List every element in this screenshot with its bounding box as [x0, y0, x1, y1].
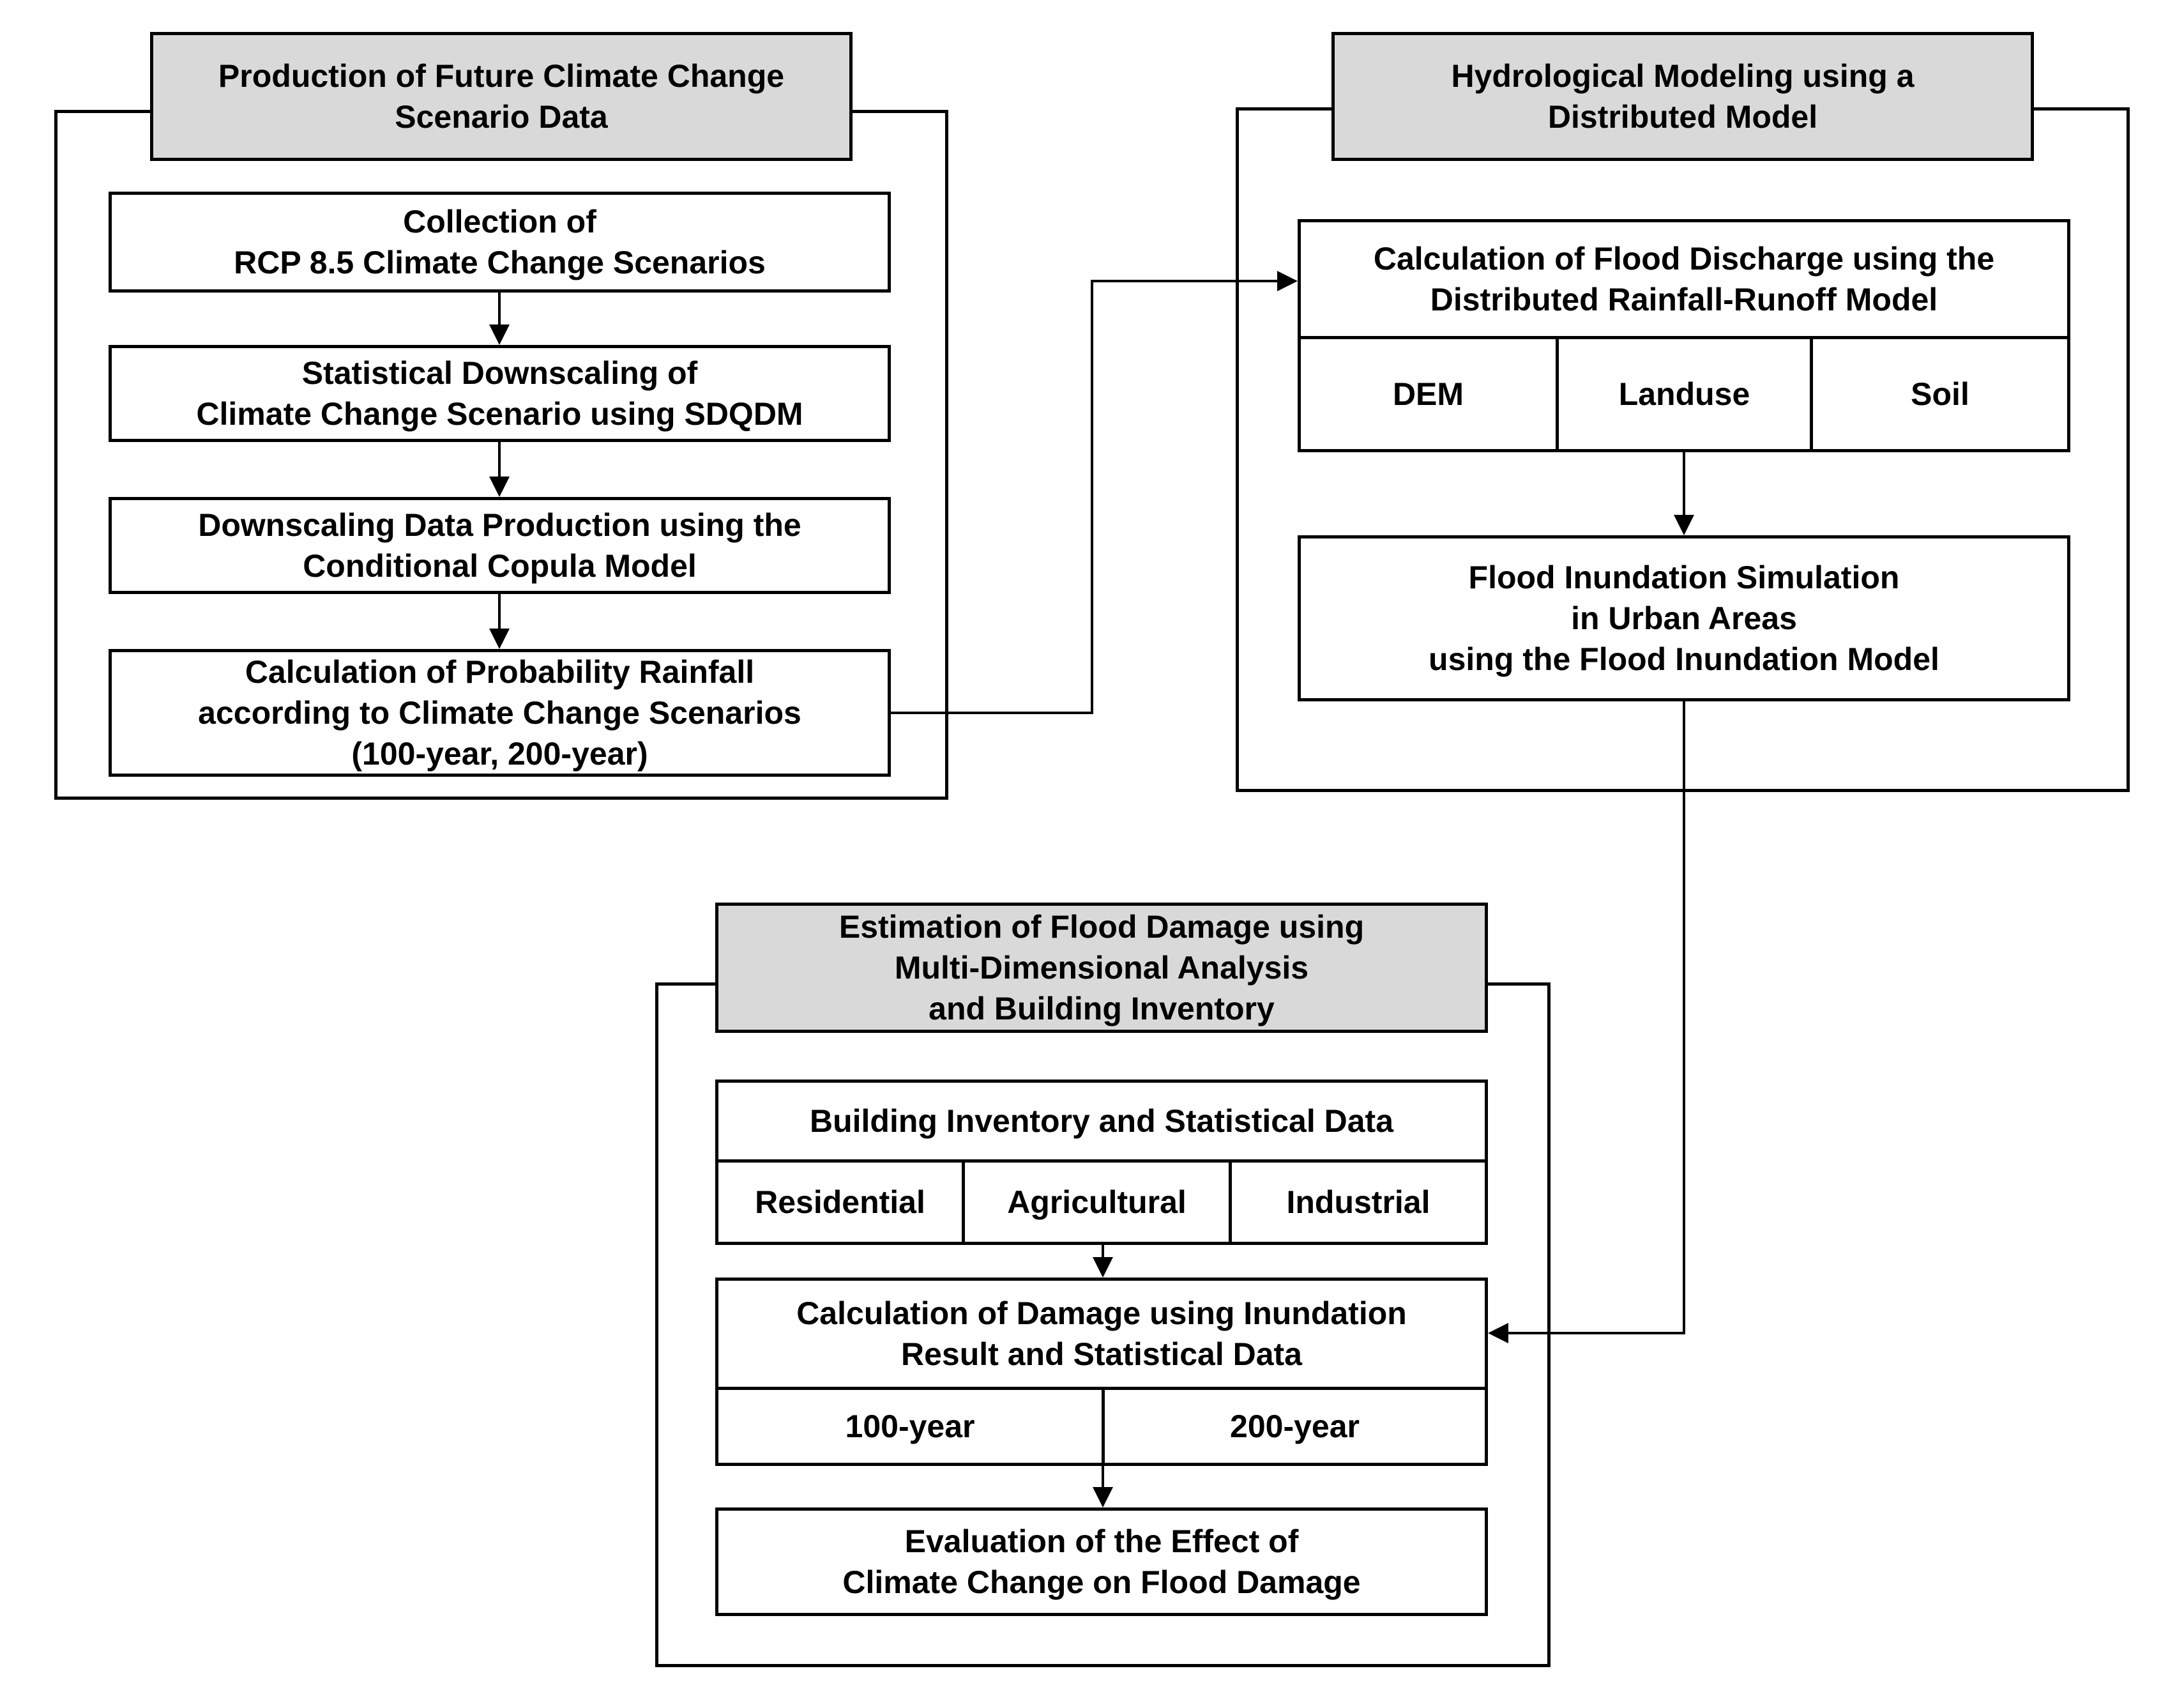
hydrological-section-title: Hydrological Modeling using a Distribute… [1331, 32, 2034, 161]
flood-inundation-simulation-box: Flood Inundation Simulation in Urban Are… [1298, 535, 2070, 701]
arrow-rainfall-to-discharge [891, 271, 1298, 714]
category-residential-cell: Residential [715, 1159, 965, 1245]
input-dem-cell: DEM [1298, 336, 1559, 452]
category-industrial-cell: Industrial [1229, 1159, 1488, 1245]
flood-discharge-calculation-box: Calculation of Flood Discharge using the… [1298, 219, 2070, 339]
damage-section-title: Estimation of Flood Damage using Multi-D… [715, 903, 1488, 1033]
production-section-title: Production of Future Climate Change Scen… [150, 32, 853, 161]
period-100-year-cell: 100-year [715, 1387, 1105, 1466]
period-200-year-cell: 200-year [1102, 1387, 1488, 1466]
category-agricultural-cell: Agricultural [962, 1159, 1232, 1245]
step-statistical-downscaling: Statistical Downscaling of Climate Chang… [109, 345, 891, 442]
step-downscaling-data-production: Downscaling Data Production using the Co… [109, 497, 891, 594]
input-soil-cell: Soil [1810, 336, 2070, 452]
input-landuse-cell: Landuse [1556, 336, 1813, 452]
damage-calculation-box: Calculation of Damage using Inundation R… [715, 1278, 1488, 1390]
step-probability-rainfall: Calculation of Probability Rainfall acco… [109, 649, 891, 777]
building-inventory-box: Building Inventory and Statistical Data [715, 1080, 1488, 1163]
flood-damage-evaluation-box: Evaluation of the Effect of Climate Chan… [715, 1507, 1488, 1616]
step-collect-rcp-scenarios: Collection of RCP 8.5 Climate Change Sce… [109, 192, 891, 293]
